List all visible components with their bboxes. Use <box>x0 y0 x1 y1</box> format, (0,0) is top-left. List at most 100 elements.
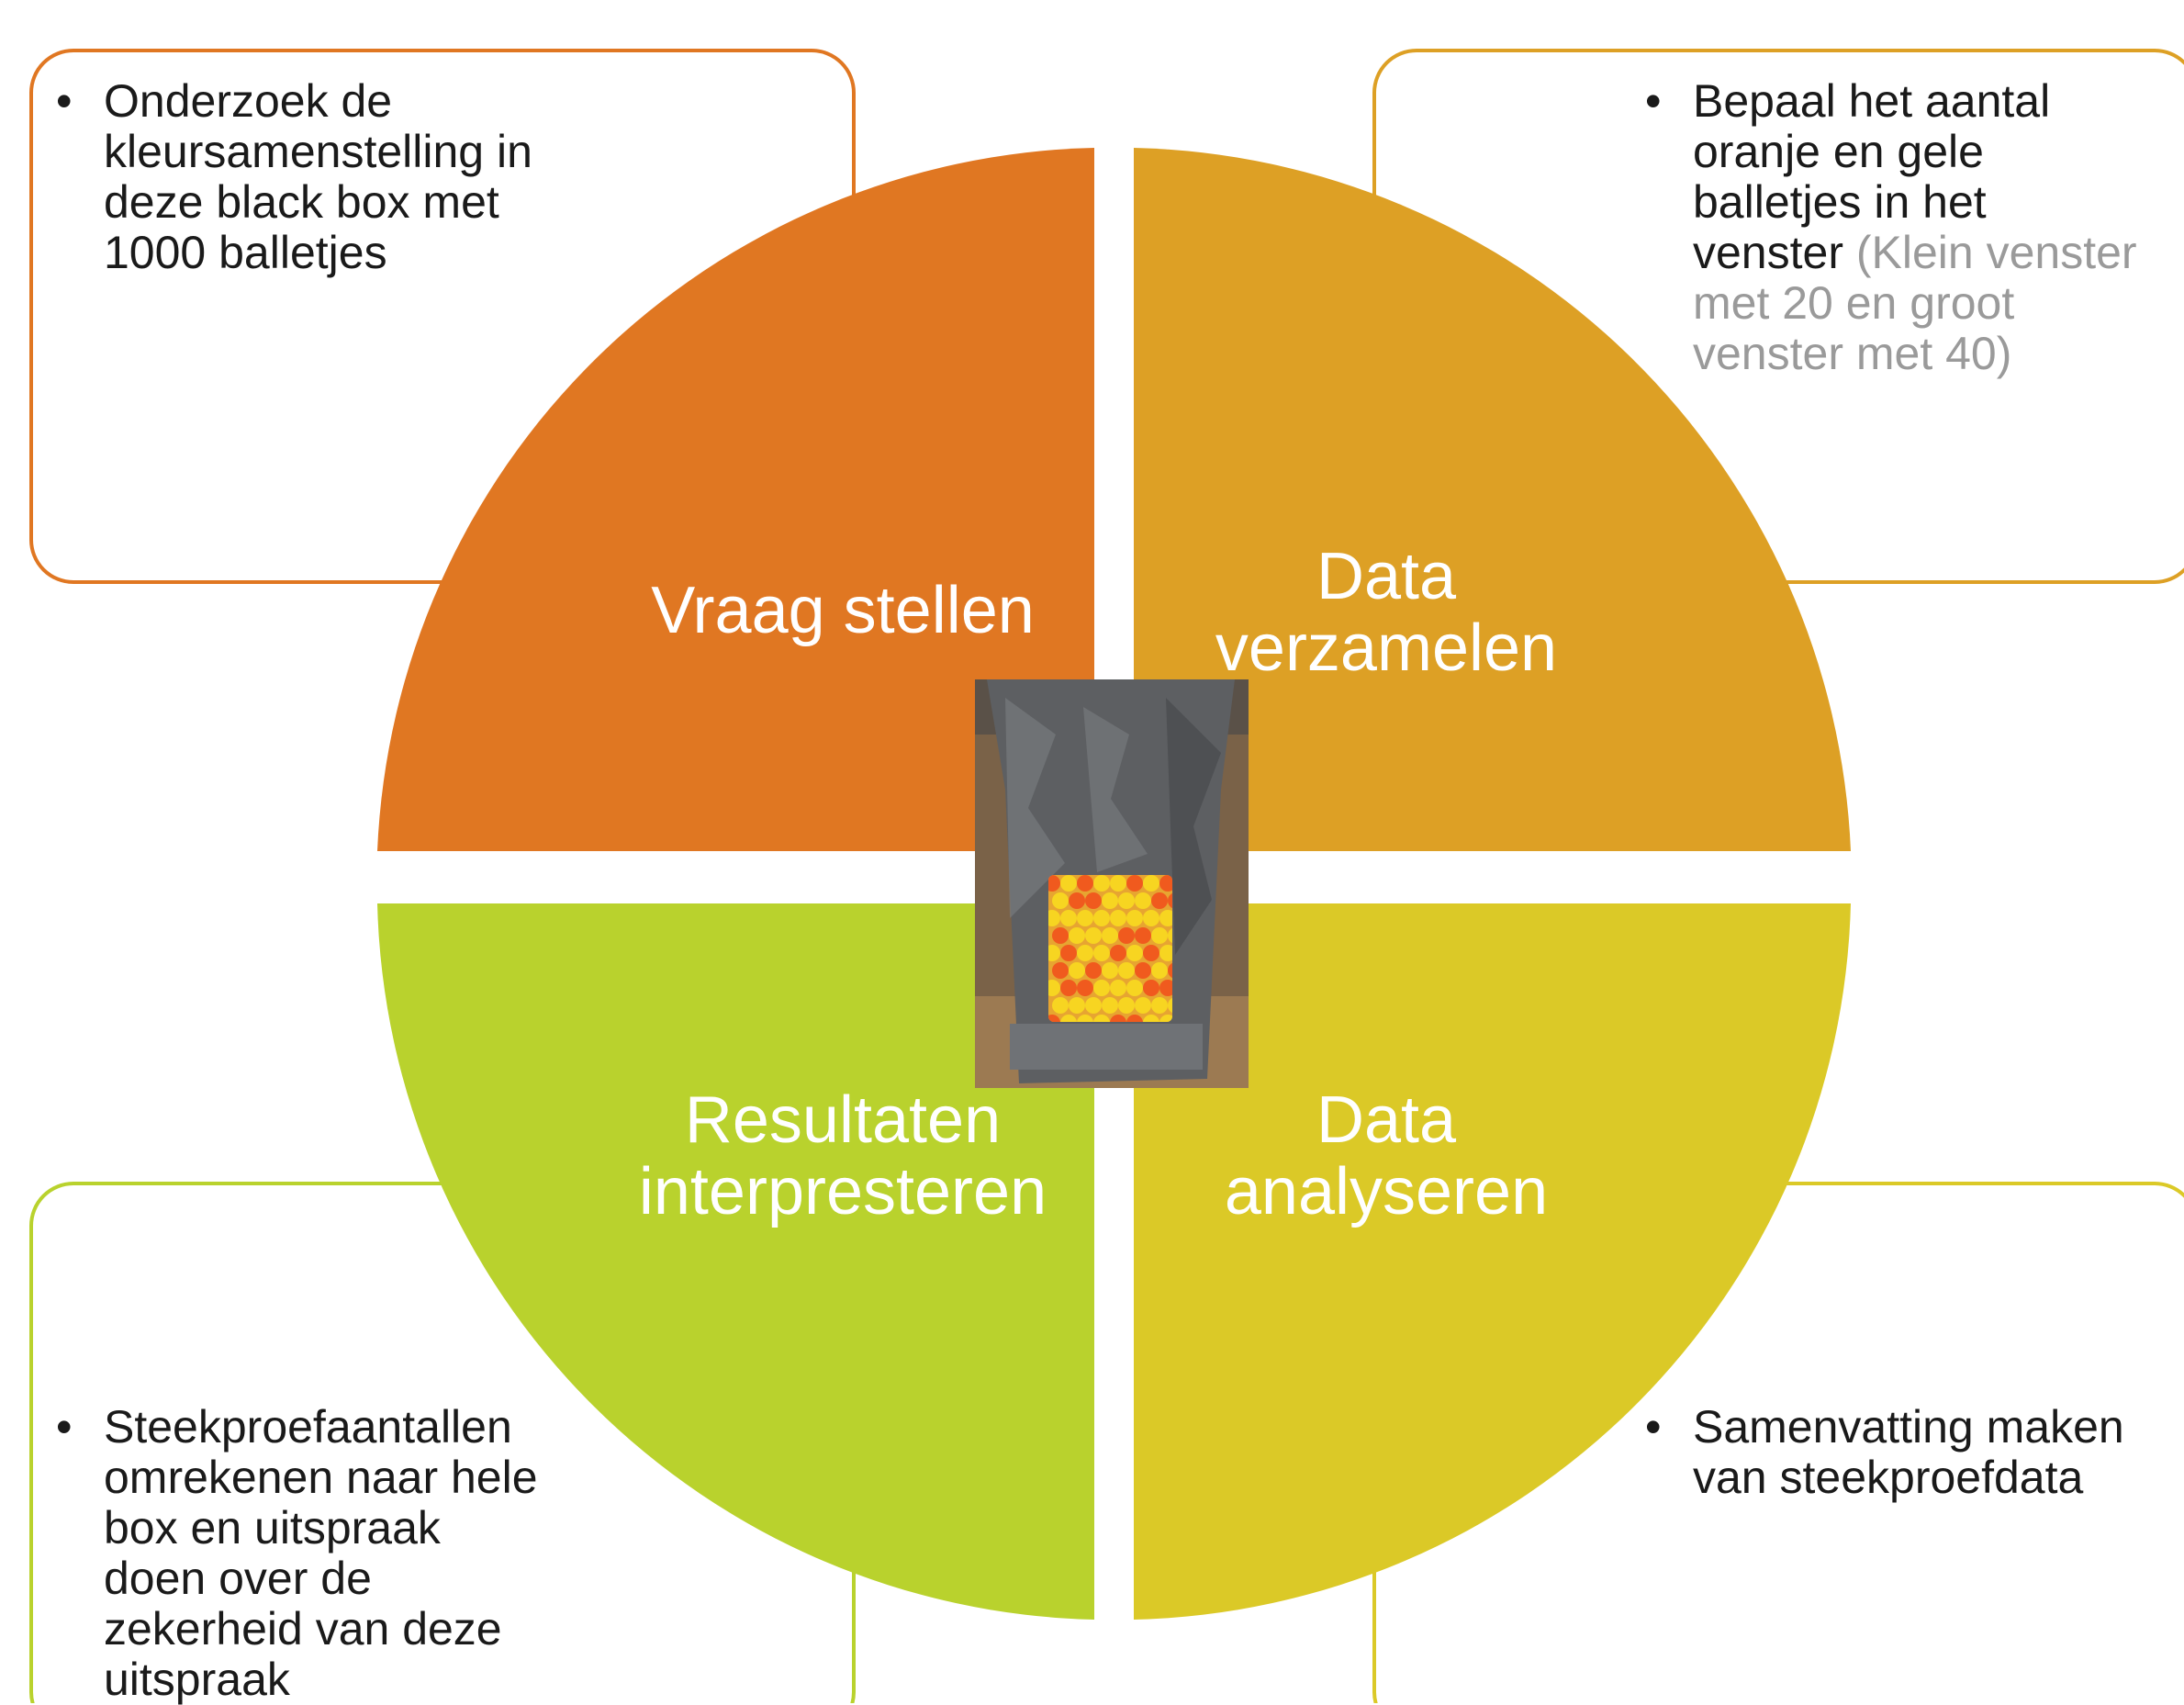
label-data-verzamelen: Data verzamelen <box>1129 541 1643 684</box>
ball <box>1077 910 1093 926</box>
text-line: uitspraak <box>104 1654 290 1705</box>
quadrant-resultaten-interpresteren <box>377 903 1094 1620</box>
ball <box>1118 997 1135 1014</box>
quadrant-data-analyseren <box>1134 903 1851 1620</box>
ball <box>1143 875 1159 892</box>
ball <box>1159 910 1172 926</box>
ball <box>1126 1015 1143 1022</box>
ball <box>1102 892 1118 909</box>
ball <box>1093 910 1110 926</box>
ball <box>1048 1015 1060 1022</box>
ball <box>1077 875 1093 892</box>
text-muted: (Klein venster <box>1842 227 2137 278</box>
text-line: Onderzoek de <box>104 75 393 127</box>
text-dark: venster <box>1693 227 1843 278</box>
text-line: balletjes in het <box>1693 176 1987 228</box>
ball <box>1052 962 1069 979</box>
ball <box>1085 892 1102 909</box>
text-line-muted: met 20 en groot <box>1693 277 2015 329</box>
ball <box>1118 892 1135 909</box>
ball <box>1060 910 1077 926</box>
ball <box>1135 997 1151 1014</box>
text-line: omrekenen naar hele <box>104 1452 538 1503</box>
ball <box>1093 875 1110 892</box>
text-line: oranje en gele <box>1693 126 1984 177</box>
ball <box>1060 875 1077 892</box>
ball <box>1069 997 1085 1014</box>
ball <box>1110 910 1126 926</box>
ball <box>1110 945 1126 961</box>
ball <box>1048 980 1060 996</box>
ball <box>1159 945 1172 961</box>
ball <box>1118 927 1135 944</box>
bottom-right-box-text: • Samenvatting maken van steekproefdata <box>1645 1401 2124 1503</box>
ball <box>1102 927 1118 944</box>
ball <box>1102 997 1118 1014</box>
ball <box>1135 892 1151 909</box>
quadrant-data-verzamelen <box>1134 148 1851 851</box>
ball <box>1168 892 1172 909</box>
ball <box>1052 997 1069 1014</box>
bullet-icon: • <box>56 75 73 127</box>
ball <box>1151 997 1168 1014</box>
ball <box>1048 910 1060 926</box>
ball <box>1126 910 1143 926</box>
top-left-box-text: • Onderzoek de kleursamenstelling in dez… <box>56 75 532 278</box>
text-line: deze black box met <box>104 176 499 228</box>
ball <box>1077 1015 1093 1022</box>
label-data-analyseren: Data analyseren <box>1129 1084 1643 1228</box>
label-data-verzamelen-line2: verzamelen <box>1215 611 1558 685</box>
ball <box>1077 945 1093 961</box>
text-line: van steekproefdata <box>1693 1452 2084 1503</box>
ball <box>1135 962 1151 979</box>
ball <box>1085 927 1102 944</box>
ball <box>1085 962 1102 979</box>
black-box-photo <box>975 679 1249 1088</box>
bullet-icon: • <box>56 1401 73 1453</box>
text-line: venster (Klein venster <box>1693 228 2137 278</box>
ball <box>1093 1015 1110 1022</box>
text-line: Bepaal het aantal <box>1693 75 2051 127</box>
top-right-box-text: • Bepaal het aantal oranje en gele balle… <box>1645 75 2137 379</box>
ball <box>1151 892 1168 909</box>
text-line: 1000 balletjes <box>104 227 387 278</box>
text-line: Steekproefaantallen <box>104 1401 512 1453</box>
label-vraag-stellen: Vraag stellen <box>586 575 1100 646</box>
ball <box>1052 892 1069 909</box>
ball <box>1143 945 1159 961</box>
label-resultaten-interpresteren: Resultaten interpresteren <box>586 1084 1100 1228</box>
ball <box>1110 875 1126 892</box>
bullet-icon: • <box>1645 75 1662 127</box>
ball <box>1102 962 1118 979</box>
ball <box>1159 875 1172 892</box>
ball <box>1048 875 1060 892</box>
ball <box>1126 945 1143 961</box>
ball <box>1085 997 1102 1014</box>
ball <box>1143 910 1159 926</box>
ball <box>1048 945 1060 961</box>
ball <box>1151 962 1168 979</box>
ball <box>1052 927 1069 944</box>
ball <box>1069 892 1085 909</box>
ball <box>1118 962 1135 979</box>
label-data-verzamelen-line1: Data <box>1316 540 1457 613</box>
ball <box>1110 980 1126 996</box>
ball <box>1168 962 1172 979</box>
label-resultaten-line1: Resultaten <box>684 1083 1002 1157</box>
ball <box>1093 945 1110 961</box>
text-line: kleursamenstelling in <box>104 126 532 177</box>
bullet-icon: • <box>1645 1401 1662 1453</box>
ball <box>1126 875 1143 892</box>
label-data-analyseren-line2: analyseren <box>1224 1155 1549 1228</box>
ball <box>1110 1015 1126 1022</box>
text-line: Samenvatting maken <box>1693 1401 2124 1453</box>
label-data-analyseren-line1: Data <box>1316 1083 1457 1157</box>
ball <box>1143 980 1159 996</box>
ball <box>1135 927 1151 944</box>
ball <box>1168 927 1172 944</box>
ball <box>1069 927 1085 944</box>
ball <box>1168 997 1172 1014</box>
ball <box>1077 980 1093 996</box>
ball <box>1060 980 1077 996</box>
